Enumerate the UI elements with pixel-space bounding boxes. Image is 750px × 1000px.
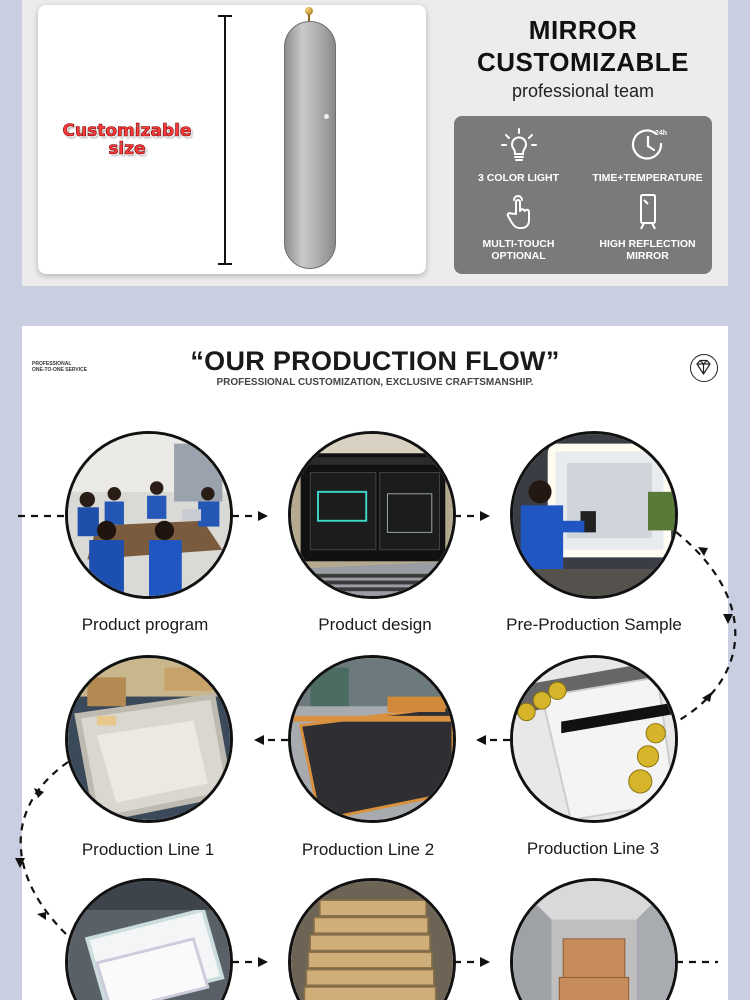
flow-title: “OUR PRODUCTION FLOW” <box>190 346 560 376</box>
feature-high-reflection: HIGH REFLECTION MIRROR <box>583 192 712 262</box>
size-label-line1: Customizable <box>62 121 192 141</box>
step-label: Production Line 1 <box>81 840 215 859</box>
touch-sensor-dot <box>324 114 329 119</box>
side-note-line2: ONE-TO-ONE SERVICE <box>32 367 88 373</box>
side-note-line1: PROFESSIONAL <box>32 361 72 367</box>
flow-subtitle: PROFESSIONAL CUSTOMIZATION, EXCLUSIVE CR… <box>216 377 534 388</box>
mirror-image <box>284 21 336 269</box>
step-photo-product-design <box>288 431 456 599</box>
step-photo-pre-production-sample <box>510 431 678 599</box>
diamond-icon <box>690 354 718 382</box>
touch-hand-icon <box>506 195 530 229</box>
clock-badge-text: 24h <box>655 130 667 137</box>
dimension-line <box>218 15 232 265</box>
mirror-stand-icon <box>639 194 656 230</box>
hero-title-line1: MIRROR <box>528 15 638 45</box>
mirror-card: Customizable size <box>38 5 426 274</box>
feature-label: TIME+TEMPERATURE <box>592 172 703 184</box>
mirror-hook-icon <box>304 7 314 22</box>
step-photo-product-program <box>65 431 233 599</box>
feature-label: 3 COLOR LIGHT <box>477 172 560 184</box>
feature-box: 3 COLOR LIGHT 24h TIME+TEMPERATURE MULTI… <box>454 116 712 274</box>
feature-multi-touch: MULTI-TOUCH OPTIONAL <box>454 192 583 262</box>
step-label: Production Line 3 <box>526 839 660 858</box>
clock-24h-icon: 24h <box>631 129 667 160</box>
step-photo-production-line-3 <box>510 655 678 823</box>
step-label: Product program <box>81 615 209 634</box>
bulb-icon <box>500 128 537 161</box>
hero-subtitle: professional team <box>511 81 655 101</box>
step-photo-row3-3 <box>510 878 678 1000</box>
size-label-line2: size <box>108 139 146 159</box>
step-label: Product design <box>318 615 432 634</box>
step-photo-row3-2 <box>288 878 456 1000</box>
hero-title-line2: CUSTOMIZABLE <box>476 47 690 77</box>
feature-3-color-light: 3 COLOR LIGHT <box>454 126 583 184</box>
feature-label: HIGH REFLECTION MIRROR <box>599 238 696 262</box>
feature-time-temperature: 24h TIME+TEMPERATURE <box>583 126 712 184</box>
side-note: PROFESSIONAL ONE-TO-ONE SERVICE <box>32 361 87 373</box>
step-photo-production-line-2 <box>288 655 456 823</box>
feature-label: MULTI-TOUCH OPTIONAL <box>482 238 555 262</box>
step-photo-production-line-1 <box>65 655 233 823</box>
step-label: Production Line 2 <box>301 840 435 859</box>
hero-title-block: MIRROR CUSTOMIZABLE professional team <box>452 14 714 104</box>
step-label: Pre-Production Sample <box>506 615 682 634</box>
customizable-size-label: Customizable size <box>52 121 202 159</box>
hero-section: Customizable size MIRROR CUSTOMIZABLE pr… <box>22 0 728 286</box>
